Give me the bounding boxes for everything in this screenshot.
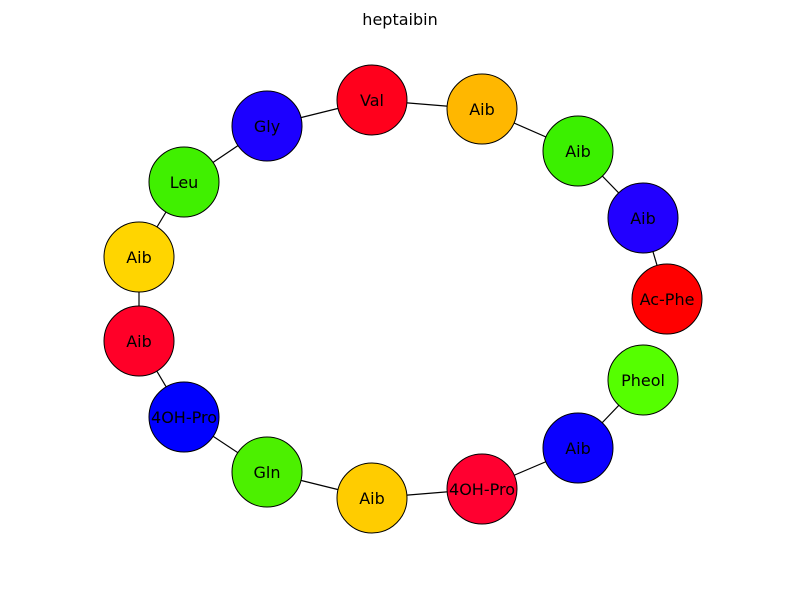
node-circle [542, 412, 614, 484]
node-label: 4OH-Pro [449, 480, 515, 499]
node-label: Gln [254, 463, 281, 482]
node-label: Aib [630, 209, 656, 228]
node-circle [607, 182, 679, 254]
node-n10: Gln [231, 436, 303, 508]
graph-title: heptaibin [362, 10, 437, 29]
node-n1: Val [336, 64, 408, 136]
node-circle [231, 90, 303, 162]
node-label: Aib [565, 142, 591, 161]
node-n15: Gly [231, 90, 303, 162]
node-n5: Ac-Phe [631, 263, 703, 335]
node-label: Aib [565, 439, 591, 458]
node-label: Aib [359, 489, 385, 508]
node-label: 4OH-Pro [151, 408, 217, 427]
node-n12: Aib [103, 305, 175, 377]
node-circle [542, 115, 614, 187]
node-label: Pheol [621, 371, 665, 390]
node-circle [103, 221, 175, 293]
node-circle [148, 381, 220, 453]
node-circle [446, 453, 518, 525]
node-n6: Pheol [607, 344, 679, 416]
node-n2: Aib [446, 73, 518, 145]
node-n14: Leu [148, 146, 220, 218]
node-label: Val [360, 91, 384, 110]
node-circle [336, 462, 408, 534]
node-label: Ac-Phe [640, 290, 695, 309]
node-circle [148, 146, 220, 218]
node-circle [446, 73, 518, 145]
node-n4: Aib [607, 182, 679, 254]
node-label: Leu [170, 173, 199, 192]
node-n11: 4OH-Pro [148, 381, 220, 453]
node-circle [231, 436, 303, 508]
node-circle [631, 263, 703, 335]
node-n8: 4OH-Pro [446, 453, 518, 525]
node-label: Gly [254, 117, 280, 136]
node-n13: Aib [103, 221, 175, 293]
node-circle [607, 344, 679, 416]
node-n9: Aib [336, 462, 408, 534]
node-label: Aib [469, 100, 495, 119]
node-circle [336, 64, 408, 136]
node-n7: Aib [542, 412, 614, 484]
node-label: Aib [126, 332, 152, 351]
node-circle [103, 305, 175, 377]
node-n3: Aib [542, 115, 614, 187]
node-label: Aib [126, 248, 152, 267]
